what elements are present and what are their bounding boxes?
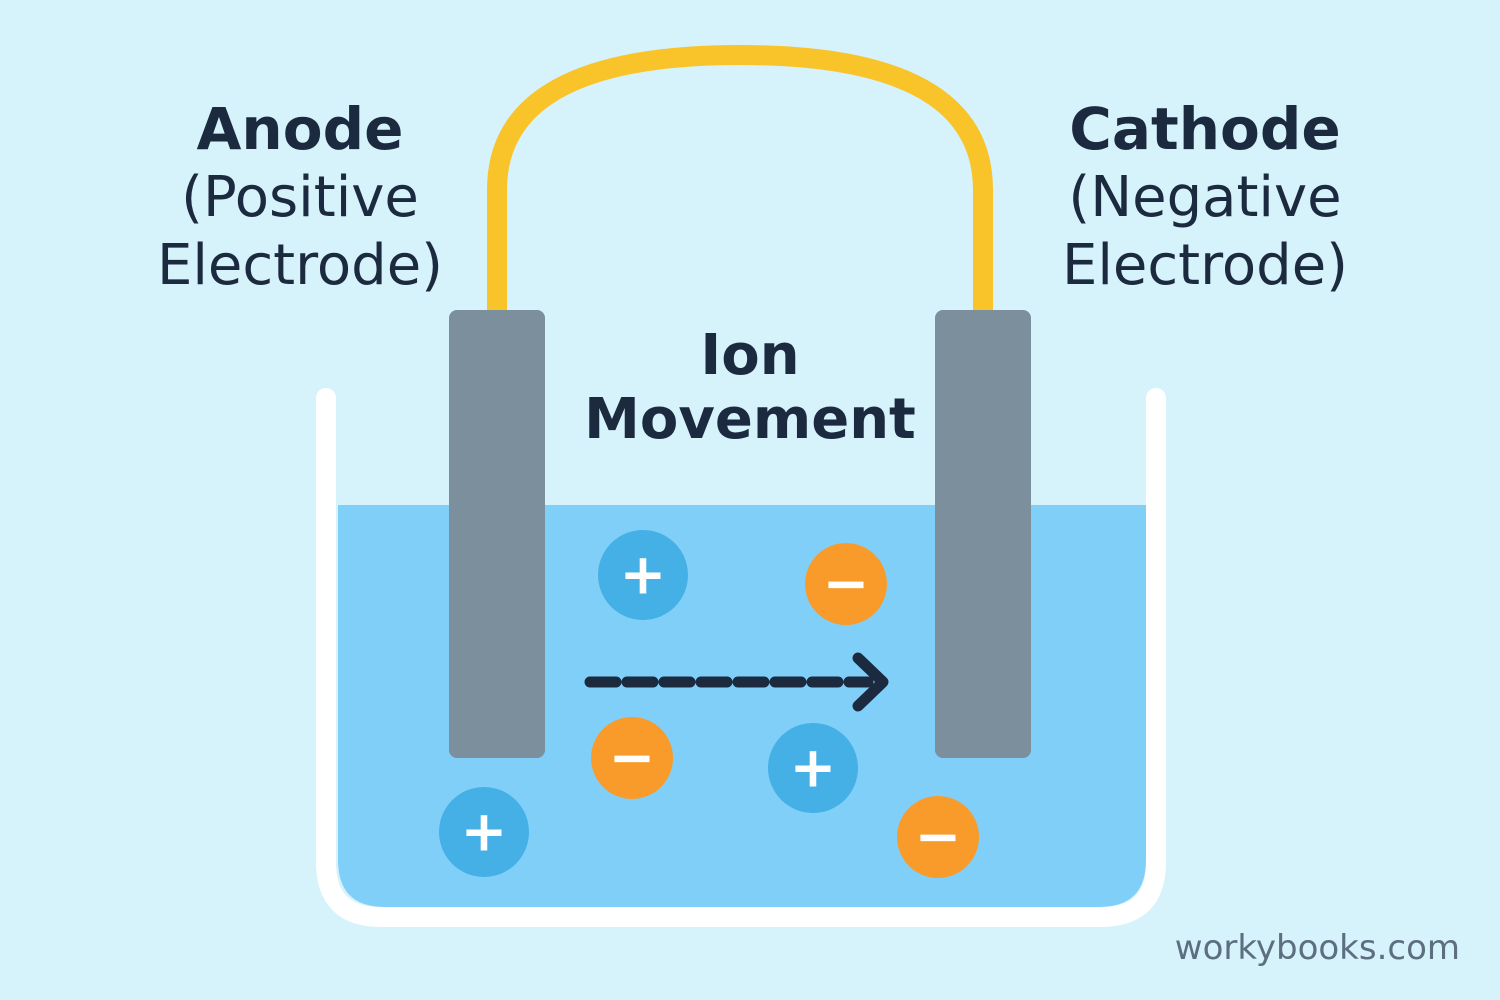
anode-title: Anode	[196, 95, 404, 163]
negative-ion-circle	[591, 717, 673, 799]
negative-ion: −	[591, 717, 673, 799]
anode-electrode	[449, 310, 545, 758]
ion-movement-line2: Movement	[584, 387, 916, 452]
cathode-electrode	[935, 310, 1031, 758]
ions: + − − + + −	[439, 530, 979, 878]
ion-movement-line1: Ion	[700, 323, 800, 388]
cathode-subtitle-line2: Electrode)	[1061, 233, 1349, 298]
cathode-title: Cathode	[1069, 95, 1341, 163]
anode-subtitle-line2: Electrode)	[156, 233, 444, 298]
minus-sign-icon: −	[823, 552, 870, 617]
ion-movement-label: Ion Movement	[580, 328, 920, 456]
minus-sign-icon: −	[609, 726, 656, 791]
positive-ion: +	[598, 530, 688, 620]
minus-sign-icon: −	[915, 805, 962, 870]
anode-label: Anode (Positive Electrode)	[130, 100, 470, 306]
positive-ion: +	[439, 787, 529, 877]
watermark: workybooks.com	[1174, 928, 1460, 968]
cathode-subtitle-line1: (Negative	[1068, 165, 1342, 230]
ion-movement-arrow	[584, 652, 889, 712]
negative-ion-circle	[897, 796, 979, 878]
positive-ion: +	[768, 723, 858, 813]
connecting-wire	[487, 44, 993, 325]
cathode-label: Cathode (Negative Electrode)	[1035, 100, 1375, 306]
plus-sign-icon: +	[461, 800, 508, 865]
positive-ion-circle	[598, 530, 688, 620]
negative-ion-circle	[805, 543, 887, 625]
positive-ion-circle	[768, 723, 858, 813]
anode-subtitle-line1: (Positive	[181, 165, 419, 230]
negative-ion: −	[805, 543, 887, 625]
positive-ion-circle	[439, 787, 529, 877]
plus-sign-icon: +	[620, 543, 667, 608]
plus-sign-icon: +	[790, 736, 837, 801]
negative-ion: −	[897, 796, 979, 878]
beaker	[316, 388, 1166, 927]
